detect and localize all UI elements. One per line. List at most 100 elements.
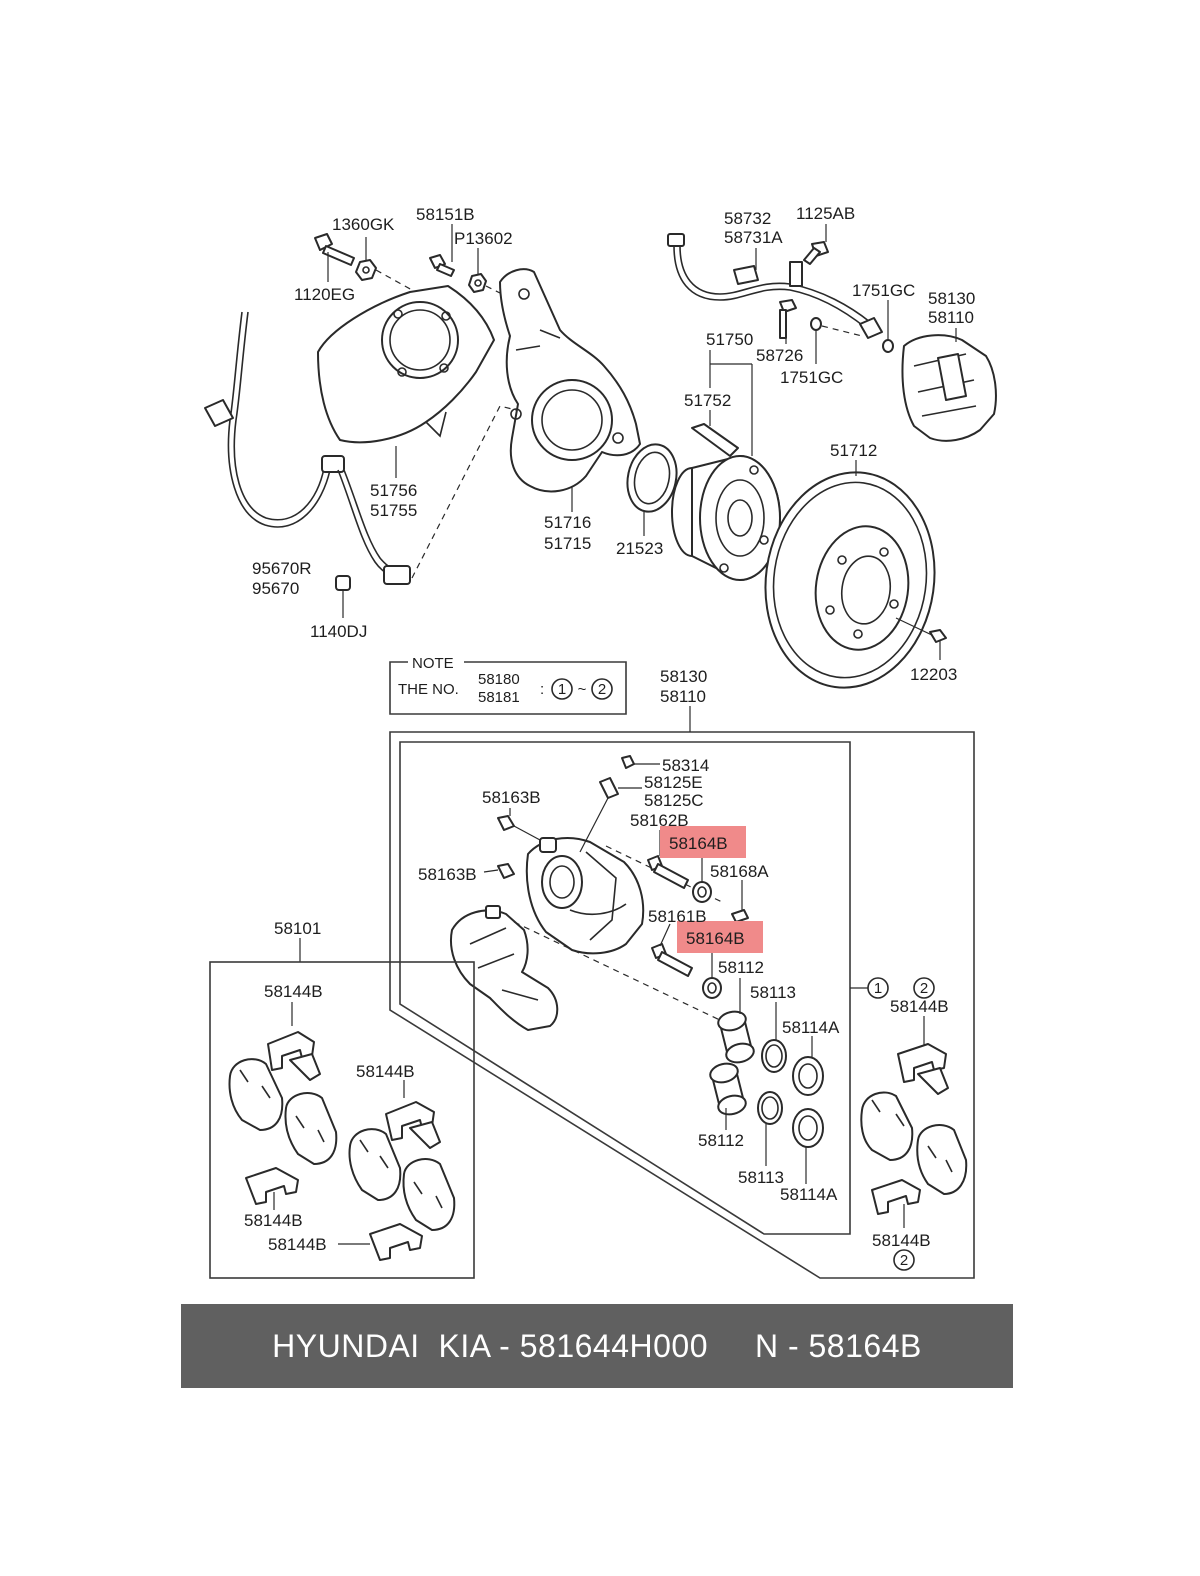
label-58731a: 58731A [724, 228, 783, 247]
label-58162b: 58162B [630, 811, 689, 830]
dust-boot-58114a-upper [792, 1036, 824, 1096]
label-58168a: 58168A [710, 862, 769, 881]
label-1120eg: 1120EG [294, 285, 355, 304]
label-58110-mid: 58110 [660, 687, 706, 706]
label-58144b-right-1: 58144B [890, 997, 949, 1016]
washer-1751gc-lower [810, 317, 863, 364]
guide-pin-58161b [651, 923, 693, 977]
label-1751gc-lower: 1751GC [780, 368, 843, 387]
note-box [389, 661, 627, 715]
label-51752: 51752 [684, 391, 731, 410]
bolt-58163b-upper [497, 808, 541, 841]
note-the-no: THE NO. [398, 681, 459, 698]
part-number-caption-bar: HYUNDAI KIA - 581644H000 N - 58164B [181, 1304, 1013, 1388]
label-58164b-upper: 58164B [669, 834, 728, 853]
label-1360gk: 1360GK [332, 215, 395, 234]
label-58114a-lower: 58114A [780, 1185, 838, 1204]
label-58163b-upper: 58163B [482, 788, 541, 807]
label-58125e: 58125E [644, 773, 703, 792]
brake-disc [764, 460, 936, 689]
nut-p13602 [468, 248, 503, 295]
pad-kit-box [209, 938, 475, 1279]
label-58164b-lower: 58164B [686, 929, 745, 948]
note-no-58180: 58180 [478, 671, 520, 688]
seal-21523 [626, 443, 678, 536]
label-58112-lower: 58112 [698, 1131, 744, 1150]
nut-1360gk [355, 237, 413, 291]
abs-sensor-cable [204, 311, 517, 618]
label-1140dj: 1140DJ [310, 622, 367, 641]
note-no-58181: 58181 [478, 689, 520, 706]
note-separator: : [540, 681, 544, 698]
piston-58112-lower [709, 1062, 747, 1130]
circle-2-label-top: 2 [920, 980, 928, 997]
brake-hose [667, 233, 883, 339]
note-title: NOTE [412, 655, 454, 672]
label-51755: 51755 [370, 501, 417, 520]
label-95670: 95670 [252, 579, 299, 598]
label-58144b-4: 58144B [268, 1235, 327, 1254]
label-51716: 51716 [544, 513, 591, 532]
bolt-12203 [929, 629, 947, 660]
label-58101: 58101 [274, 919, 321, 938]
label-58113-lower: 58113 [738, 1168, 784, 1187]
label-58151b: 58151B [416, 205, 475, 224]
bolt-58151b [429, 224, 455, 277]
circle-1-label: 1 [874, 980, 882, 997]
label-58114a-upper: 58114A [782, 1018, 840, 1037]
label-58130-mid: 58130 [660, 667, 707, 686]
label-58163b-lower: 58163B [418, 865, 477, 884]
circle-2-label-bottom: 2 [900, 1252, 908, 1269]
label-58726: 58726 [756, 346, 803, 365]
piston-seal-58113-upper [761, 1002, 787, 1073]
label-58113-upper: 58113 [750, 983, 796, 1002]
caliper-assembly-top [901, 328, 997, 442]
caliper-body [525, 837, 645, 955]
note-tilde: ~ [578, 681, 587, 698]
label-58112-upper: 58112 [718, 958, 764, 977]
piston-seal-58113-lower [757, 1091, 783, 1166]
label-58144b-2: 58144B [356, 1062, 415, 1081]
bleeder-screw-58125 [579, 777, 642, 853]
highlight-58164b-lower [677, 921, 763, 953]
label-51756: 51756 [370, 481, 417, 500]
label-1125ab: 1125AB [796, 204, 855, 223]
caliper-outer-frame [389, 731, 975, 1279]
label-1751gc-upper: 1751GC [852, 281, 915, 300]
caliper-inner-frame [399, 741, 851, 1235]
washer-1751gc-upper [882, 300, 894, 353]
boot-58164b-upper [692, 858, 712, 903]
label-51715: 51715 [544, 534, 591, 553]
label-21523: 21523 [616, 539, 663, 558]
label-58144b-1: 58144B [264, 982, 323, 1001]
hub-bearing [671, 350, 781, 581]
part-number-caption: HYUNDAI KIA - 581644H000 N - 58164B [272, 1327, 922, 1364]
dust-boot-58114a-lower [792, 1108, 824, 1184]
label-58130-top: 58130 [928, 289, 975, 308]
label-58314: 58314 [662, 756, 709, 775]
bolt-58163b-lower [483, 863, 515, 879]
label-51712: 51712 [830, 441, 877, 460]
highlight-58164b-upper [660, 826, 746, 858]
label-p13602: P13602 [454, 229, 513, 248]
caliper-bracket [450, 905, 559, 1031]
label-58732: 58732 [724, 209, 771, 228]
label-58110-top: 58110 [928, 308, 974, 327]
dust-cover [317, 285, 495, 478]
label-58125c: 58125C [644, 791, 704, 810]
bolt-58726 [779, 299, 797, 344]
bleeder-cap-58314 [621, 755, 660, 769]
bolt-1120eg [314, 233, 355, 282]
piston-58112-upper [717, 978, 755, 1064]
label-51750: 51750 [706, 330, 753, 349]
bolt-1125ab [803, 224, 829, 265]
label-12203: 12203 [910, 665, 957, 684]
note-circle-to: 2 [598, 681, 606, 698]
pads-group-right [850, 977, 968, 1271]
note-circle-from: 1 [558, 681, 566, 698]
boot-58164b-lower [702, 952, 722, 999]
label-95670r: 95670R [252, 559, 312, 578]
clip-58168a [731, 880, 749, 923]
label-58144b-right-2: 58144B [872, 1231, 931, 1250]
